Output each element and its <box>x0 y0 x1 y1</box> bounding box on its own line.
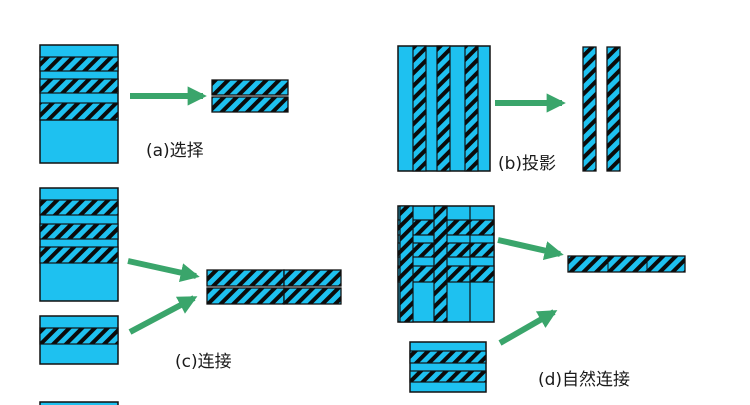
cropped-table-edge <box>39 401 119 405</box>
panel-d-natural-join <box>397 205 686 393</box>
table-c-result <box>206 269 342 305</box>
table-b-result <box>582 46 621 172</box>
label-a-selection: (a)选择 <box>146 141 204 161</box>
label-d-natural-join: (d)自然连接 <box>538 370 631 390</box>
table-d-left <box>397 205 495 323</box>
table-c-left <box>39 187 119 302</box>
panel-c-join <box>39 187 342 365</box>
table-a-source <box>39 44 119 164</box>
table-a-result <box>211 79 289 113</box>
arrow-c-lower <box>128 295 198 335</box>
arrow-d-upper <box>497 237 564 260</box>
arrow-c-upper <box>127 258 200 283</box>
table-d-result <box>567 255 686 273</box>
arrow-d-lower <box>498 309 558 346</box>
label-b-projection: (b)投影 <box>498 154 557 174</box>
label-c-join: (c)连接 <box>175 352 232 372</box>
table-b-source <box>397 45 491 172</box>
table-d-right <box>409 341 487 393</box>
panel-a-selection <box>39 44 289 164</box>
table-c-right <box>39 315 119 365</box>
panel-b-projection <box>397 45 621 172</box>
